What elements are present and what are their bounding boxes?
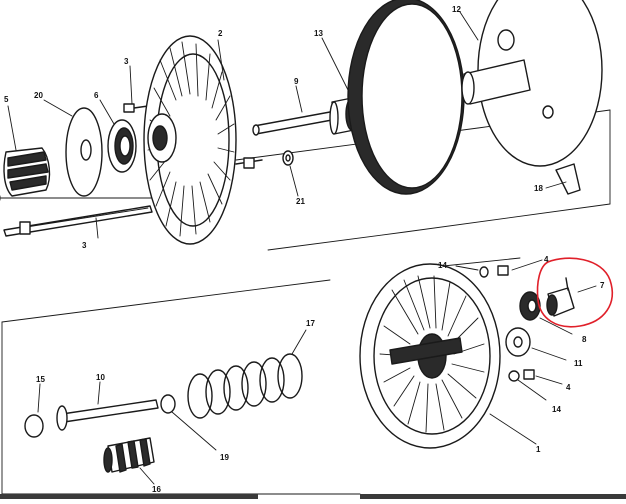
part-18-clip (545, 163, 581, 195)
part-2-fan-sheave (143, 35, 237, 245)
callout-18: 18 (534, 184, 543, 193)
part-8-ring (519, 291, 573, 335)
part-17-spring (187, 329, 307, 419)
callout-14a: 14 (438, 261, 447, 270)
part-10-pin (56, 381, 159, 431)
part-16-sleeve (103, 437, 155, 485)
callout-10: 10 (96, 373, 105, 382)
callout-3b: 3 (82, 241, 87, 250)
part-15-cap (24, 383, 44, 438)
callout-1: 1 (536, 445, 541, 454)
part-11-washer (505, 327, 567, 361)
callout-14b: 14 (552, 405, 561, 414)
callout-20: 20 (34, 91, 43, 100)
callout-12: 12 (452, 5, 461, 14)
callout-9: 9 (294, 77, 299, 86)
part-14-washer-lower (508, 370, 547, 401)
callout-3a: 3 (124, 57, 129, 66)
bottom-edge-bar (0, 494, 258, 499)
callout-16: 16 (152, 485, 161, 494)
bottom-edge-bar-right (360, 494, 626, 499)
part-9-shaft (252, 85, 333, 136)
part-1-fan-sheave (359, 263, 537, 449)
callout-19: 19 (220, 453, 229, 462)
red-highlight-circle (536, 257, 614, 328)
callout-13: 13 (314, 29, 323, 38)
callout-labels: 1 2 3 3 4 4 5 6 7 8 9 10 11 12 13 14 14 … (4, 5, 605, 494)
callout-5: 5 (4, 95, 9, 104)
part-12-housing (459, 0, 603, 167)
callout-11: 11 (574, 359, 583, 368)
part-19-snap-ring (160, 394, 217, 451)
callout-4a: 4 (544, 255, 549, 264)
part-5-bellows-boot (3, 105, 51, 197)
callout-7: 7 (600, 281, 605, 290)
callout-21: 21 (296, 197, 305, 206)
part-13-large-disc (347, 0, 465, 195)
callout-2: 2 (218, 29, 223, 38)
part-20-plate (43, 99, 103, 197)
part-21-washer (282, 150, 299, 197)
part-14-washer-upper (455, 265, 489, 278)
callout-6: 6 (94, 91, 99, 100)
part-7-fitting (546, 277, 597, 317)
part-4-nut-lower (523, 369, 563, 385)
part-4-nut-upper (497, 259, 543, 276)
callout-15: 15 (36, 375, 45, 384)
center-shaft-upper (235, 157, 263, 169)
callout-8: 8 (582, 335, 587, 344)
callout-17: 17 (306, 319, 315, 328)
callout-4b: 4 (566, 383, 571, 392)
part-3-bolt-lower (3, 205, 153, 239)
part-6-bearing (99, 99, 137, 173)
